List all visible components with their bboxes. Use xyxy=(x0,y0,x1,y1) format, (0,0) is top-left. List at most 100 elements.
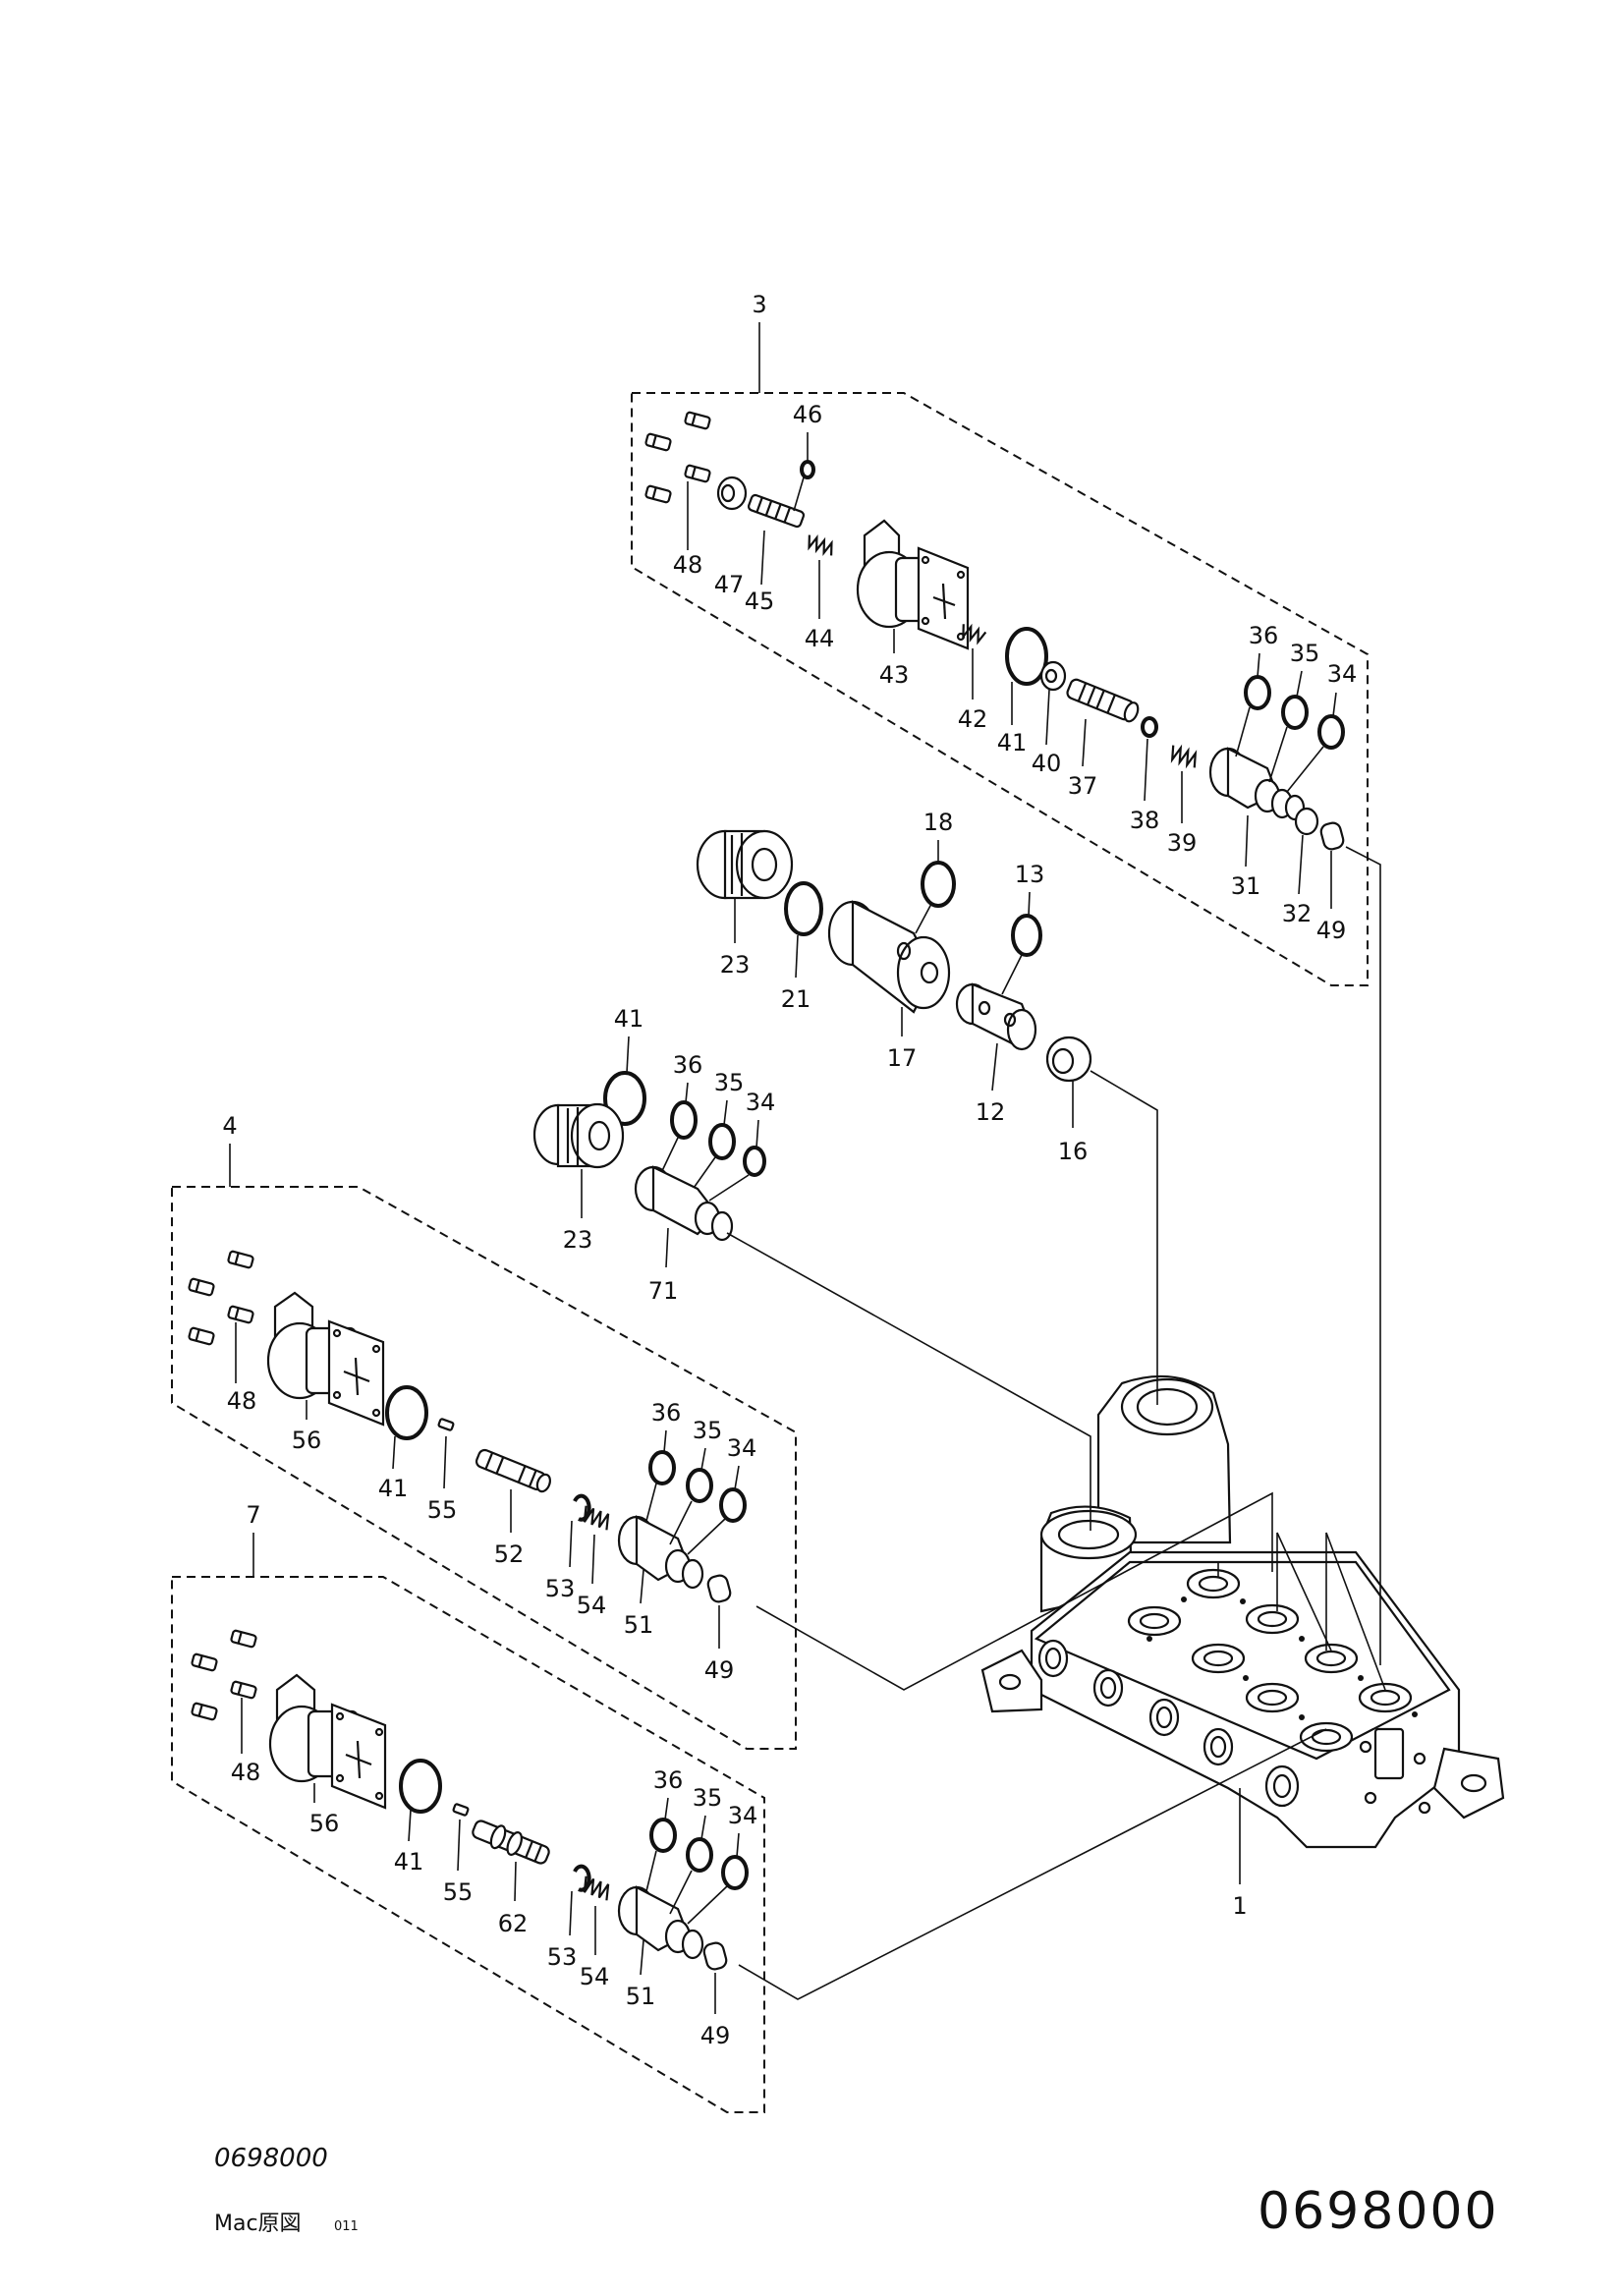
g4-label-53: 53 xyxy=(545,1575,576,1602)
center-label-23-lower: 23 xyxy=(563,1226,593,1254)
g7-label-49: 49 xyxy=(700,2022,731,2049)
oring-36-g7-icon xyxy=(649,1818,677,1853)
oring-13-icon xyxy=(1011,914,1042,957)
g7-label-53: 53 xyxy=(547,1943,578,1971)
oring-35-center-icon xyxy=(708,1123,736,1160)
g3-label-46: 46 xyxy=(793,401,823,428)
g4-label-51: 51 xyxy=(624,1611,654,1639)
g3-label-37: 37 xyxy=(1068,772,1098,800)
g3-label-32: 32 xyxy=(1282,900,1313,927)
g3-label-48: 48 xyxy=(673,551,703,579)
sleeve-51-g4-icon xyxy=(617,1515,704,1590)
group-3-assembly: 3 48 47 45 46 xyxy=(631,291,1369,986)
body-label-1: 1 xyxy=(1232,1892,1247,1920)
spool-12-icon xyxy=(955,982,1037,1051)
oring-34-center-icon xyxy=(743,1146,766,1177)
g7-label-62: 62 xyxy=(498,1910,529,1937)
oring-36-center-icon xyxy=(670,1100,698,1140)
oring-35-icon xyxy=(1281,695,1309,730)
center-label-34: 34 xyxy=(746,1089,776,1116)
oring-34-icon xyxy=(1317,714,1345,750)
center-label-41: 41 xyxy=(614,1005,644,1033)
center-label-16: 16 xyxy=(1058,1138,1089,1165)
g3-label-42: 42 xyxy=(958,705,988,733)
seal-49-g7-icon xyxy=(702,1941,728,1971)
snap-ring-53-g7-icon xyxy=(573,1864,591,1892)
g4-label-34: 34 xyxy=(727,1434,757,1462)
seal-16-icon xyxy=(1045,1036,1092,1083)
center-label-17: 17 xyxy=(887,1044,918,1072)
center-label-71: 71 xyxy=(648,1277,679,1305)
screws-48-g4-icon xyxy=(188,1250,254,1346)
g3-label-39: 39 xyxy=(1167,829,1198,857)
g3-label-44: 44 xyxy=(805,625,835,652)
g3-label-45: 45 xyxy=(745,588,775,615)
g4-label-55: 55 xyxy=(427,1496,458,1524)
oring-41-g4-icon xyxy=(385,1385,428,1440)
g3-label-34: 34 xyxy=(1327,660,1358,688)
center-label-18: 18 xyxy=(923,809,954,836)
solenoid-56-g4-icon xyxy=(266,1291,385,1427)
g7-label-36: 36 xyxy=(653,1766,684,1794)
g3-label-36: 36 xyxy=(1249,622,1279,649)
g4-label-41: 41 xyxy=(378,1475,409,1502)
assembly-leader-lines xyxy=(726,846,1386,2000)
pin-55-g7-icon xyxy=(452,1803,470,1817)
oring-46-icon xyxy=(800,460,815,479)
g3-label-43: 43 xyxy=(879,661,910,689)
g4-label-49: 49 xyxy=(704,1656,735,1684)
plug-23-lower-icon xyxy=(532,1102,625,1169)
center-label-36: 36 xyxy=(673,1051,703,1079)
g7-label-48: 48 xyxy=(231,1759,261,1786)
group-4-assembly: 4 48 56 41 55 xyxy=(171,1112,797,1750)
solenoid-56-g7-icon xyxy=(268,1673,387,1810)
snap-ring-53-g4-icon xyxy=(573,1493,591,1522)
center-label-12: 12 xyxy=(976,1098,1006,1126)
spool-62-g7-icon xyxy=(472,1820,550,1865)
oring-36-g4-icon xyxy=(648,1450,676,1485)
g7-label-35: 35 xyxy=(693,1784,723,1812)
spring-54-g4-icon xyxy=(583,1505,610,1531)
stud-45-icon xyxy=(747,493,806,529)
g7-label-55: 55 xyxy=(443,1878,474,1906)
plug-32-icon xyxy=(1294,807,1319,836)
g4-label-56: 56 xyxy=(292,1427,322,1454)
seal-49-icon xyxy=(1319,821,1345,851)
group-7-assembly: 7 48 56 41 55 xyxy=(171,1501,765,2113)
sleeve-51-g7-icon xyxy=(617,1885,704,1960)
oring-36-icon xyxy=(1244,675,1271,710)
oring-41-g7-icon xyxy=(399,1759,442,1814)
center-label-21: 21 xyxy=(781,985,811,1013)
screws-48-icon xyxy=(644,411,711,504)
oring-21-icon xyxy=(784,881,823,936)
g4-label-52: 52 xyxy=(494,1540,525,1568)
footer: 0698000 Mac原図 011 0698000 xyxy=(214,2144,1497,2241)
g7-label-56: 56 xyxy=(309,1810,340,1837)
washer-40-icon xyxy=(1039,660,1067,692)
seal-49-g4-icon xyxy=(706,1574,732,1603)
solenoid-43-icon xyxy=(856,519,970,650)
footer-ref-small: 0698000 xyxy=(214,2144,328,2173)
g4-label-36: 36 xyxy=(651,1399,682,1427)
center-label-23-top: 23 xyxy=(720,951,751,979)
g7-label-34: 34 xyxy=(728,1802,758,1829)
nut-47-icon xyxy=(716,476,748,511)
oring-34-g4-icon xyxy=(719,1487,747,1523)
g4-label-54: 54 xyxy=(577,1592,607,1619)
sleeve-17-icon xyxy=(827,900,951,1014)
spring-42-icon xyxy=(962,623,987,645)
spool-37-icon xyxy=(1066,678,1140,723)
sleeve-31-icon xyxy=(1208,747,1306,821)
oring-35-g4-icon xyxy=(686,1468,713,1503)
spool-52-g4-icon xyxy=(475,1448,551,1493)
group-7-boundary xyxy=(171,1576,765,2113)
group-4-boundary xyxy=(171,1186,797,1750)
group-4-label: 4 xyxy=(222,1112,237,1140)
center-parts: 23 21 17 18 12 xyxy=(532,809,1092,1305)
g4-label-35: 35 xyxy=(693,1417,723,1444)
valve-body-1: 1 xyxy=(980,1374,1505,1920)
oring-41-icon xyxy=(1005,627,1048,686)
group-7-label: 7 xyxy=(246,1501,260,1529)
footer-mac-code: 011 xyxy=(334,2219,359,2234)
